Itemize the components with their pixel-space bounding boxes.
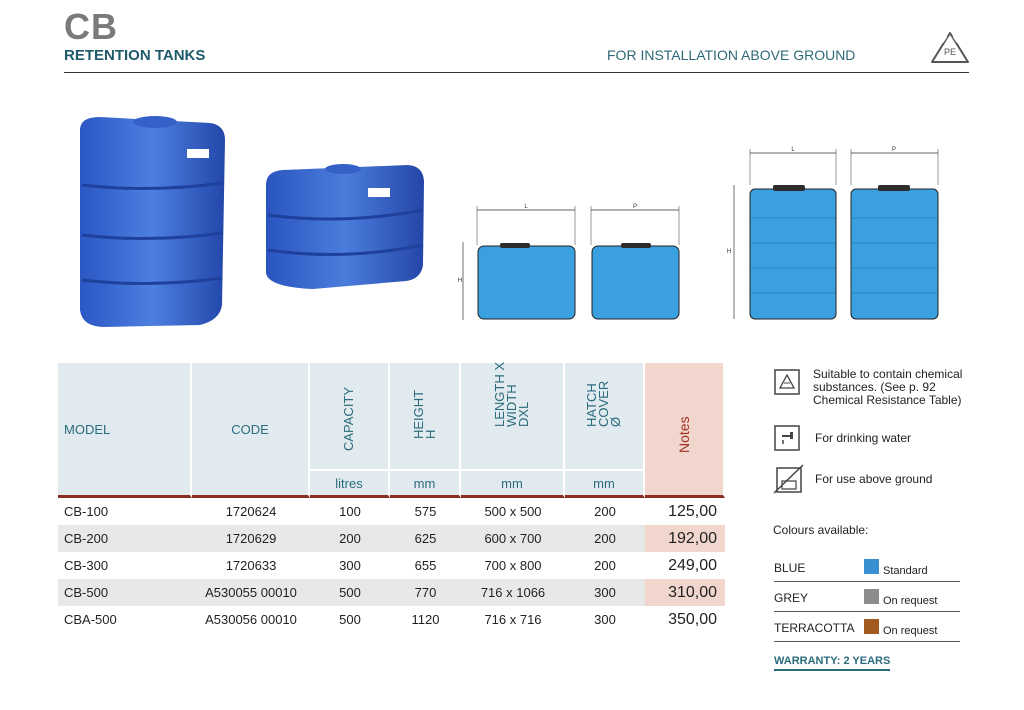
chemical-icon — [774, 369, 800, 395]
cell-hatch: 200 — [565, 525, 645, 552]
small-length-label: L — [524, 204, 528, 210]
header-capacity-text: CAPACITY — [341, 386, 356, 451]
header-capacity: CAPACITY — [310, 363, 390, 469]
large-tank-dimension-drawing: L H P — [727, 147, 939, 320]
colour-swatch-grey — [864, 589, 879, 604]
colour-label: Standard — [883, 565, 928, 577]
cell-capacity: 300 — [339, 558, 361, 573]
feature-above-ground-text: For use above ground — [815, 472, 933, 486]
cell-dimensions: 716 x 716 — [484, 612, 542, 627]
large-height-label: H — [727, 249, 731, 255]
header-model: MODEL — [58, 363, 192, 498]
cell-dimensions: 600 x 700 — [461, 525, 565, 552]
pe-recycling-icon: PE — [931, 32, 969, 63]
cell-model: CB-300 — [64, 558, 109, 573]
cell-price: 125,00 — [645, 498, 725, 525]
cell-hatch: 300 — [565, 579, 645, 606]
cell-dimensions: 700 x 800 — [484, 558, 542, 573]
table-row: CBA-500 A530056 00010 500 1120 716 x 716… — [58, 606, 725, 633]
cell-dimensions: 716 x 1066 — [461, 579, 565, 606]
header-hatch: HATCH COVER Ø — [565, 363, 645, 469]
cell-height: 575 — [414, 504, 437, 519]
cell-model: CB-200 — [58, 525, 192, 552]
tap-icon — [774, 425, 800, 451]
cell-height: 1120 — [411, 612, 440, 627]
cell-dimensions: 500 x 500 — [484, 504, 542, 519]
cell-capacity: 200 — [310, 525, 390, 552]
cell-capacity: 500 — [310, 579, 390, 606]
colours-heading: Colours available: — [773, 523, 869, 537]
cell-capacity: 100 — [339, 504, 361, 519]
pe-logo-text: PE — [944, 47, 956, 57]
specification-table: MODEL CODE CAPACITY HEIGHT H LENGTH X WI… — [58, 361, 725, 633]
wide-tank-photo — [266, 164, 424, 289]
cell-price: 249,00 — [645, 552, 725, 579]
cell-model: CB-100 — [64, 504, 109, 519]
cell-capacity: 500 — [339, 612, 361, 627]
installation-tagline: FOR INSTALLATION ABOVE GROUND — [607, 47, 856, 63]
colour-swatch-blue — [864, 559, 879, 574]
unit-hatch: mm — [565, 469, 645, 498]
page-title: CB — [64, 6, 118, 47]
colour-name: BLUE — [774, 561, 806, 575]
tall-tank-photo — [80, 116, 225, 327]
small-height-label: H — [458, 278, 462, 284]
table-row: CB-500 A530055 00010 500 770 716 x 1066 … — [58, 579, 725, 606]
cell-price: 192,00 — [645, 525, 725, 552]
colour-name: GREY — [774, 591, 809, 605]
feature-drinking-text: For drinking water — [815, 431, 912, 445]
header-height-text: HEIGHT H — [410, 389, 438, 439]
small-tank-dimension-drawing: L H P — [458, 204, 680, 320]
header-hatch-text: HATCH COVER Ø — [584, 380, 623, 427]
header-notes: Notes — [645, 363, 725, 498]
colour-row-grey: GREY On request — [774, 589, 960, 612]
header-notes-text: Notes — [676, 416, 692, 453]
feature-chemical-text: Suitable to contain chemical substances.… — [813, 367, 963, 407]
cell-code: 1720633 — [225, 558, 277, 573]
table-row: CB-200 1720629 200 625 600 x 700 200 192… — [58, 525, 725, 552]
cell-code: 1720629 — [192, 525, 310, 552]
small-width-label: P — [633, 204, 637, 210]
large-length-label: L — [791, 147, 795, 153]
unit-capacity: litres — [310, 469, 390, 498]
cell-height: 770 — [390, 579, 461, 606]
above-ground-icon — [773, 464, 804, 494]
large-width-label: P — [892, 147, 896, 153]
cell-height: 625 — [390, 525, 461, 552]
header-height: HEIGHT H — [390, 363, 461, 469]
table-row: CB-300 1720633 300 655 700 x 800 200 249… — [58, 552, 725, 579]
warranty-text: WARRANTY: 2 YEARS — [774, 655, 891, 671]
colour-row-blue: BLUE Standard — [774, 559, 960, 582]
cell-code: A530056 00010 — [205, 612, 297, 627]
colour-label: On request — [883, 625, 938, 637]
colour-label: On request — [883, 595, 938, 607]
table-row: CB-100 1720624 100 575 500 x 500 200 125… — [58, 498, 725, 525]
colour-row-terracotta: TERRACOTTA On request — [774, 619, 960, 642]
cell-code: 1720624 — [225, 504, 277, 519]
cell-price: 350,00 — [645, 606, 725, 633]
header-code: CODE — [192, 363, 310, 498]
header-dimensions: LENGTH X WIDTH DXL — [461, 361, 565, 469]
unit-dimensions: mm — [461, 469, 565, 498]
cell-height: 655 — [414, 558, 437, 573]
cell-hatch: 200 — [594, 558, 616, 573]
cell-price: 310,00 — [645, 579, 725, 606]
page-subtitle: RETENTION TANKS — [64, 47, 206, 64]
cell-model: CBA-500 — [64, 612, 117, 627]
colour-name: TERRACOTTA — [774, 621, 855, 635]
cell-hatch: 300 — [594, 612, 616, 627]
header-dimensions-text: LENGTH X WIDTH DXL — [492, 361, 531, 427]
unit-height: mm — [390, 469, 461, 498]
cell-hatch: 200 — [594, 504, 616, 519]
cell-code: A530055 00010 — [192, 579, 310, 606]
header-divider — [64, 72, 969, 73]
cell-model: CB-500 — [58, 579, 192, 606]
colour-swatch-terracotta — [864, 619, 879, 634]
